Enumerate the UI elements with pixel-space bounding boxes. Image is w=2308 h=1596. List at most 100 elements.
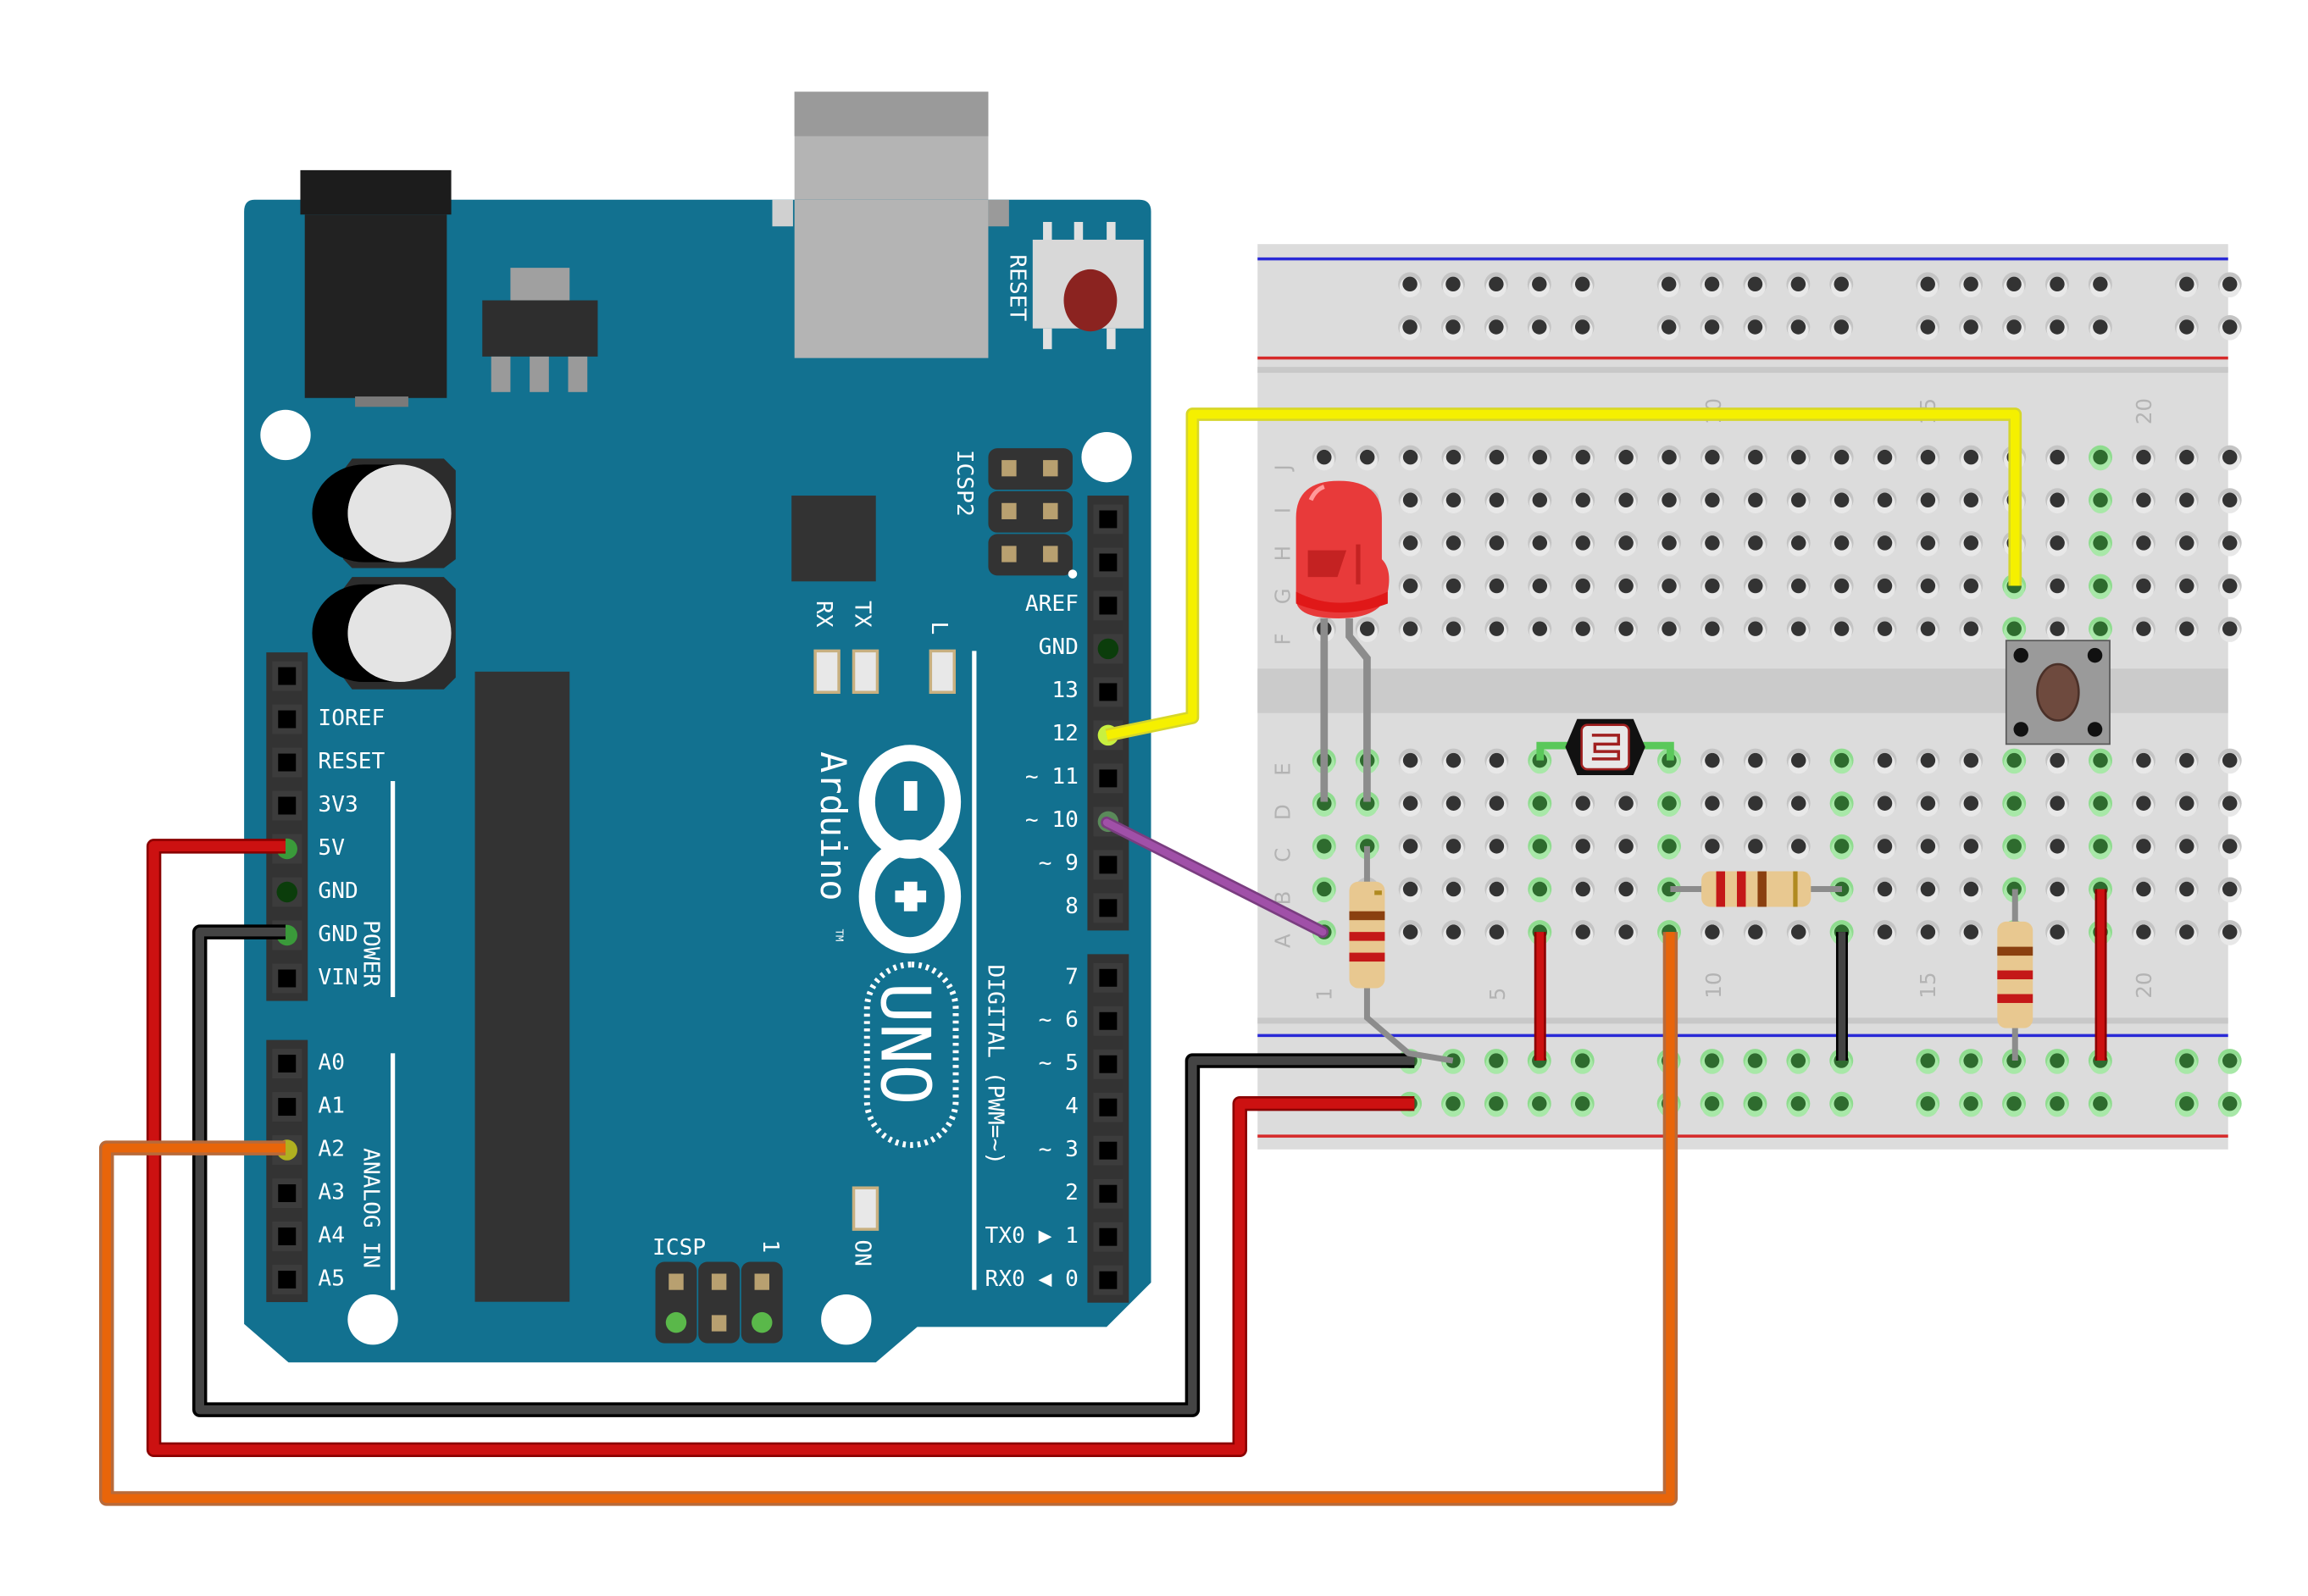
breadboard-hole[interactable] (1441, 530, 1466, 557)
breadboard-hole[interactable] (1484, 834, 1509, 860)
breadboard-hole[interactable] (1743, 920, 1767, 945)
header-pin[interactable] (272, 704, 302, 734)
breadboard-hole[interactable] (2045, 445, 2070, 471)
header-pin[interactable] (1093, 1178, 1123, 1209)
breadboard-hole[interactable] (1916, 272, 1940, 298)
breadboard-hole-connected[interactable] (1743, 1049, 1767, 1074)
header-pin[interactable] (1093, 1222, 1123, 1252)
header-pin[interactable] (272, 790, 302, 821)
breadboard-hole[interactable] (2131, 574, 2155, 600)
breadboard-hole-connected[interactable] (1829, 1091, 1854, 1117)
breadboard-hole[interactable] (2045, 748, 2070, 774)
header-pin[interactable] (1093, 763, 1123, 794)
breadboard-hole[interactable] (1656, 272, 1681, 298)
breadboard-hole[interactable] (1959, 530, 1983, 557)
breadboard-hole[interactable] (2131, 920, 2155, 945)
breadboard-hole[interactable] (2045, 574, 2070, 600)
header-pin[interactable] (272, 1265, 302, 1294)
header-pin[interactable] (1093, 1092, 1123, 1122)
breadboard-hole[interactable] (2174, 834, 2199, 860)
resistor-horizontal[interactable] (1670, 871, 1842, 907)
breadboard-hole[interactable] (1484, 920, 1509, 945)
breadboard-hole[interactable] (2217, 530, 2242, 557)
breadboard-hole-connected[interactable] (1441, 1091, 1465, 1117)
breadboard-hole-connected[interactable] (2044, 1049, 2069, 1074)
breadboard-hole[interactable] (1786, 445, 1811, 471)
breadboard-hole[interactable] (1916, 530, 1940, 557)
breadboard-hole[interactable] (1959, 617, 1983, 642)
icsp2-pin[interactable] (1001, 546, 1017, 562)
header-pin[interactable] (1093, 504, 1123, 535)
breadboard-hole[interactable] (1916, 445, 1940, 471)
breadboard-hole-connected[interactable] (1743, 1091, 1767, 1117)
breadboard-hole[interactable] (1441, 574, 1466, 600)
breadboard-hole[interactable] (1959, 315, 1983, 341)
breadboard-hole[interactable] (1614, 445, 1639, 471)
breadboard-hole[interactable] (1441, 315, 1465, 341)
breadboard-hole[interactable] (1786, 488, 1811, 513)
breadboard-hole[interactable] (1959, 574, 1983, 600)
breadboard-hole-connected[interactable] (1528, 834, 1552, 860)
breadboard-hole[interactable] (1484, 748, 1509, 774)
breadboard-hole-connected[interactable] (1312, 877, 1336, 903)
breadboard-hole[interactable] (1614, 920, 1639, 945)
breadboard-hole[interactable] (1570, 272, 1595, 298)
breadboard-hole[interactable] (1786, 920, 1811, 945)
breadboard-hole[interactable] (2131, 445, 2155, 471)
breadboard-hole-connected[interactable] (1312, 834, 1336, 860)
breadboard-hole-connected[interactable] (2089, 445, 2112, 471)
header-pin[interactable] (272, 1178, 302, 1208)
red-led[interactable] (1295, 480, 1390, 802)
breadboard-hole-connected[interactable] (2089, 617, 2112, 642)
icsp-pin-connected[interactable] (752, 1311, 773, 1333)
breadboard-hole-connected[interactable] (2089, 834, 2112, 860)
breadboard-hole[interactable] (2174, 445, 2199, 471)
breadboard-hole[interactable] (1916, 791, 1940, 817)
breadboard-hole[interactable] (2131, 834, 2155, 860)
breadboard-hole[interactable] (1571, 617, 1595, 642)
breadboard-hole[interactable] (1743, 748, 1767, 774)
breadboard-hole-connected[interactable] (1570, 1049, 1595, 1074)
breadboard-hole[interactable] (2174, 315, 2199, 341)
breadboard-hole[interactable] (1571, 791, 1595, 817)
breadboard-hole[interactable] (2045, 877, 2070, 903)
breadboard-hole[interactable] (1657, 445, 1681, 471)
breadboard-hole[interactable] (1441, 791, 1466, 817)
breadboard-hole-connected[interactable] (1700, 1091, 1724, 1117)
breadboard-hole[interactable] (2217, 748, 2242, 774)
breadboard-hole[interactable] (1829, 617, 1854, 642)
header-pin[interactable] (1093, 547, 1123, 578)
breadboard-hole[interactable] (1872, 574, 1897, 600)
breadboard-hole[interactable] (1656, 315, 1681, 341)
breadboard-hole[interactable] (1916, 574, 1940, 600)
breadboard-hole[interactable] (1959, 834, 1983, 860)
header-pin[interactable] (272, 661, 302, 691)
breadboard-hole-connected[interactable] (1786, 1049, 1811, 1074)
icsp2-pin[interactable] (1043, 502, 1058, 519)
breadboard-hole[interactable] (1786, 315, 1811, 341)
header-pin[interactable] (1093, 1135, 1123, 1166)
breadboard-hole[interactable] (1786, 834, 1811, 860)
wire-orange-a2[interactable] (102, 932, 1675, 1504)
breadboard-hole[interactable] (1700, 791, 1724, 817)
breadboard-hole[interactable] (1484, 574, 1509, 600)
breadboard-hole[interactable] (1700, 488, 1724, 513)
breadboard-hole-connected[interactable] (2002, 1049, 2027, 1074)
header-pin[interactable] (1093, 1049, 1123, 1079)
breadboard-hole[interactable] (2174, 877, 2199, 903)
breadboard-hole[interactable] (1614, 617, 1639, 642)
breadboard-hole-connected[interactable] (2174, 1091, 2199, 1117)
breadboard-hole[interactable] (1398, 574, 1423, 600)
breadboard-hole[interactable] (1959, 488, 1983, 513)
wire-purple[interactable] (1102, 818, 1327, 936)
breadboard-hole[interactable] (2045, 834, 2070, 860)
icsp-pin[interactable] (711, 1273, 727, 1290)
breadboard-hole[interactable] (1916, 877, 1940, 903)
breadboard-hole[interactable] (2088, 315, 2112, 341)
breadboard-hole[interactable] (1786, 617, 1811, 642)
breadboard-hole[interactable] (1571, 488, 1595, 513)
breadboard-hole[interactable] (1916, 315, 1940, 341)
breadboard-hole-connected[interactable] (1484, 1091, 1508, 1117)
breadboard-hole[interactable] (1441, 488, 1466, 513)
breadboard-hole[interactable] (1484, 617, 1509, 642)
